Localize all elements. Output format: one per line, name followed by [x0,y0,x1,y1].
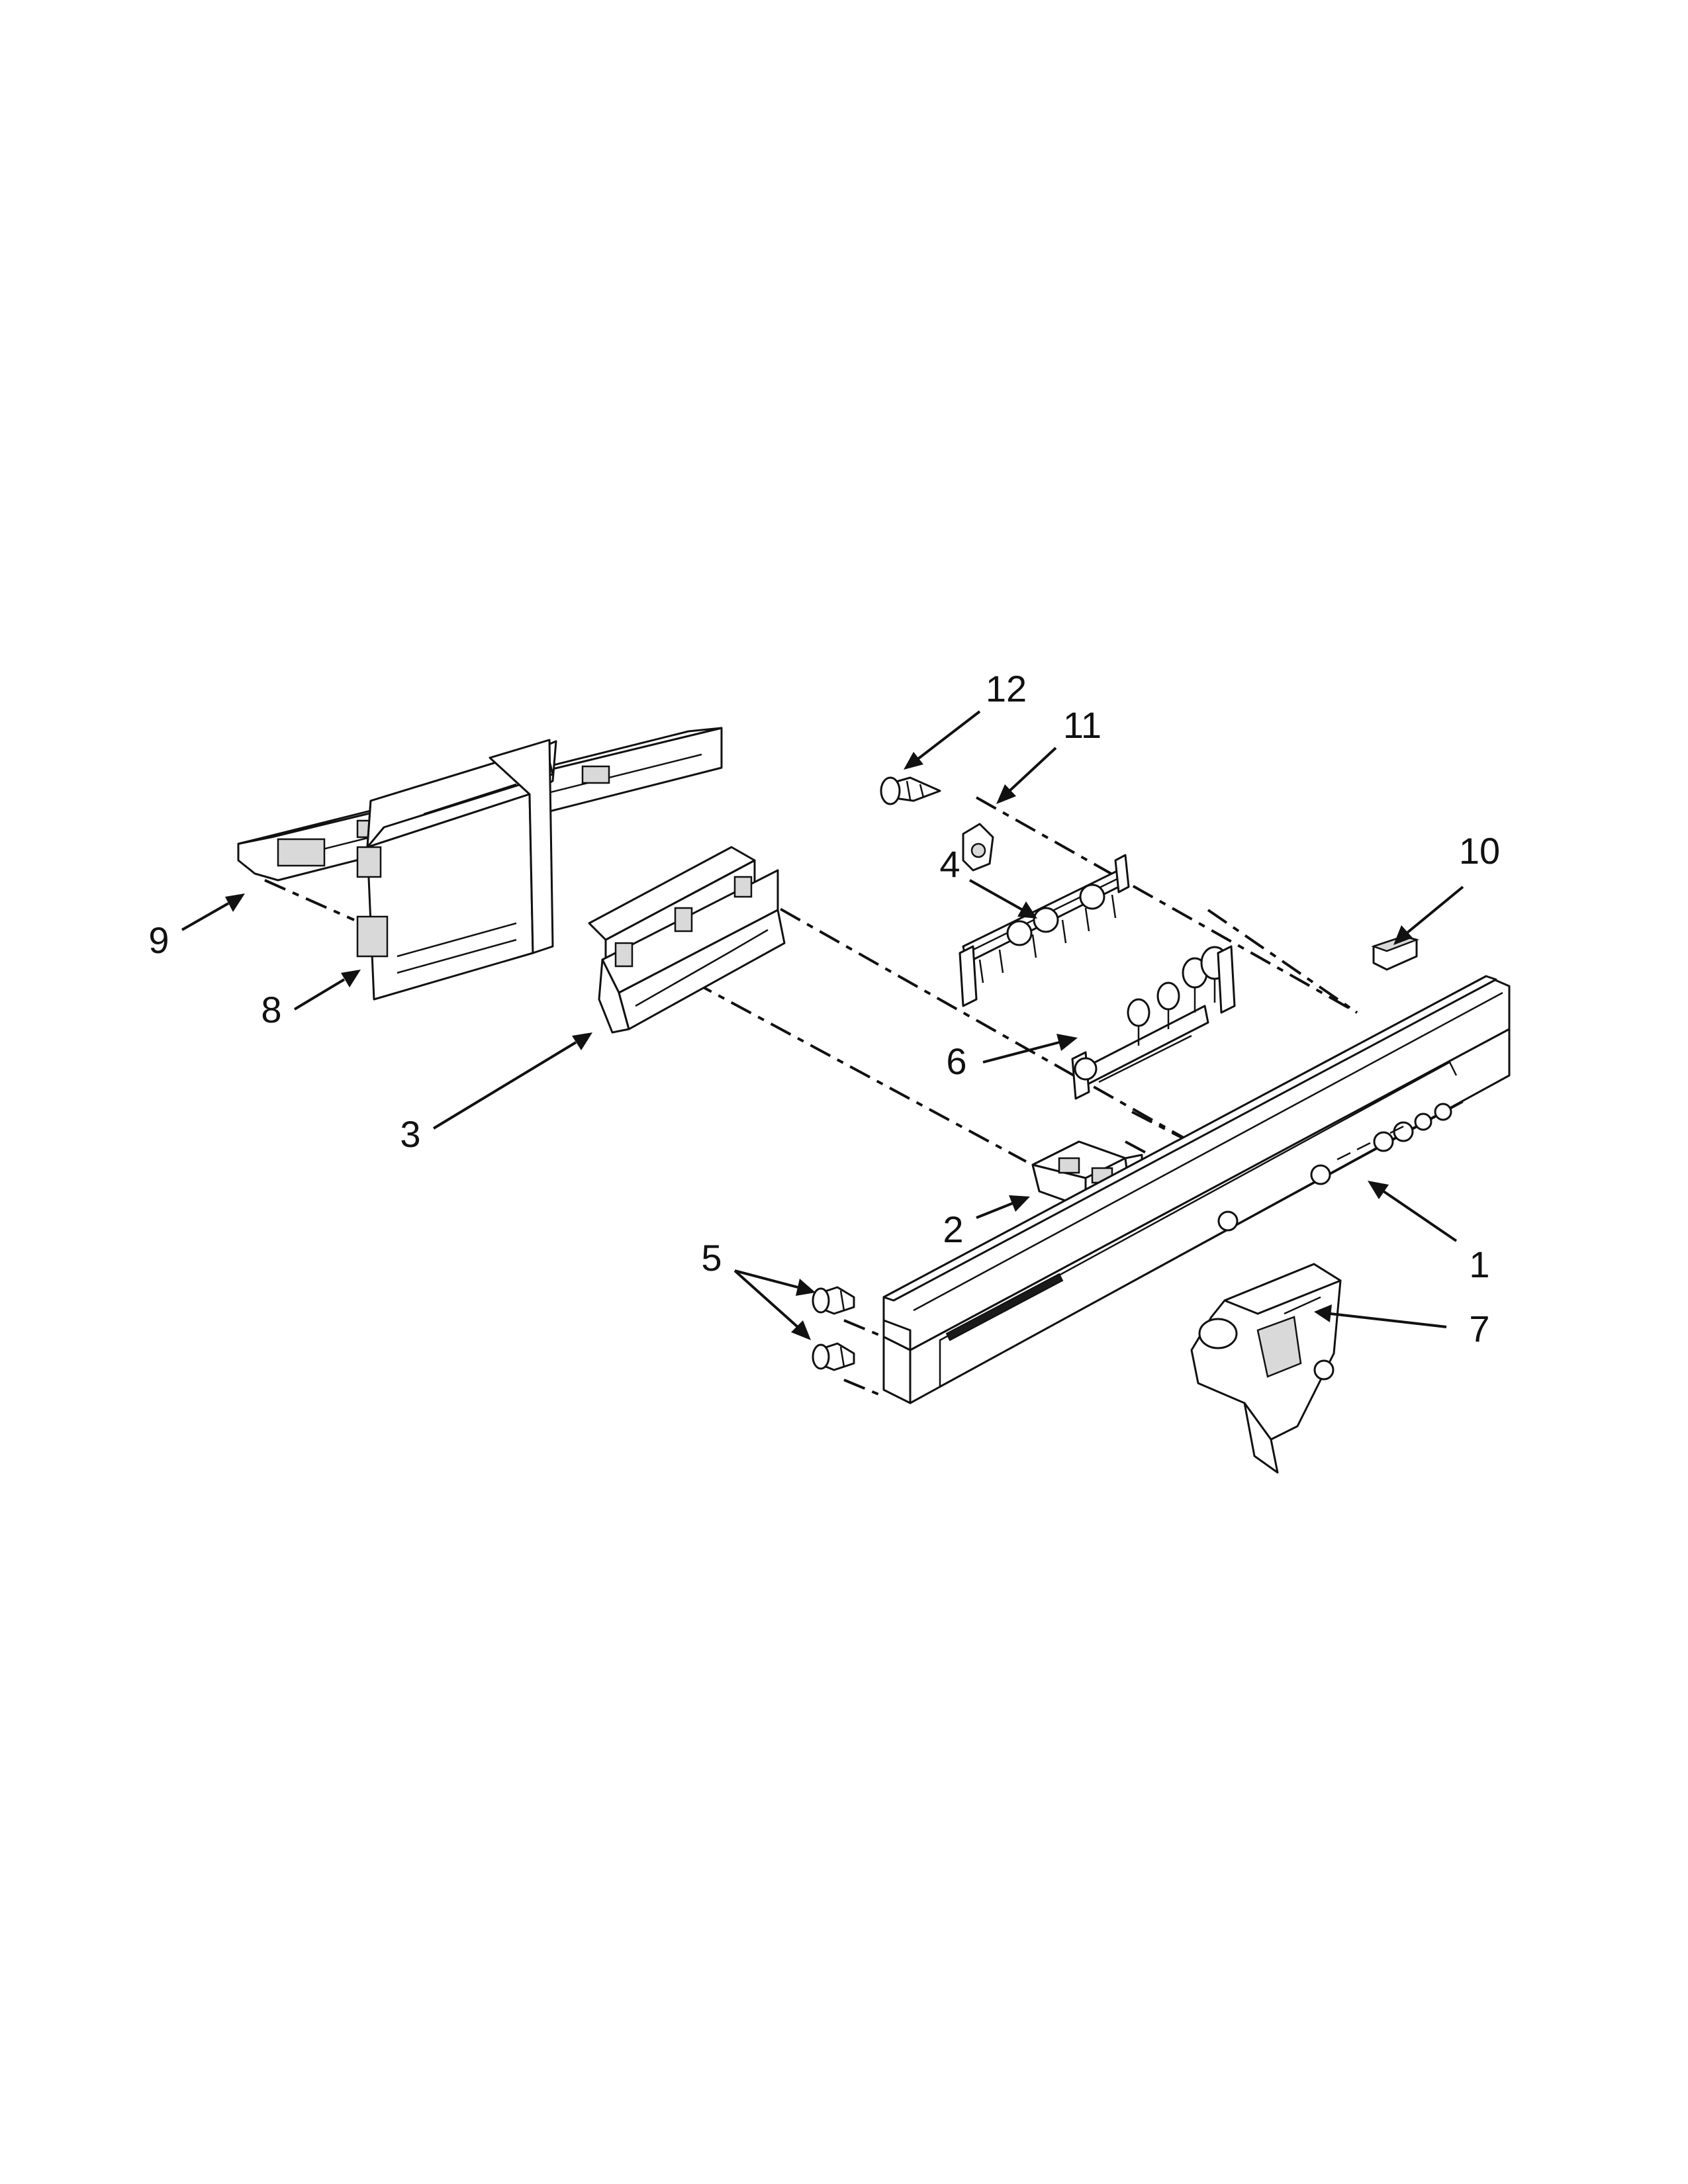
part-6-button-assembly [1071,945,1236,1100]
callout-3: 3 [400,1113,420,1155]
part-8-control-board [356,739,557,1001]
arrowhead-9 [225,893,245,912]
part-11-clip [962,823,994,872]
arrowhead-6 [1056,1034,1078,1051]
leader-2 [976,1202,1013,1219]
part-4-button-rail [959,854,1130,1007]
part-1-console-panel [882,975,1511,1404]
arrowhead-4 [1017,901,1037,919]
leader-3 [432,1041,577,1130]
callout-7: 7 [1469,1308,1489,1349]
callout-1: 1 [1469,1244,1489,1285]
part-3-housing [588,846,786,1034]
leader-4 [969,879,1023,911]
arrowhead-7 [1314,1304,1332,1322]
arrowhead-11 [996,784,1016,804]
callout-5: 5 [701,1237,722,1279]
leader-6 [982,1041,1060,1064]
leader-arrows [181,710,1464,1340]
arrowhead-10 [1393,925,1413,945]
leader-9 [181,902,229,931]
arrowhead-12 [904,752,923,770]
callout-labels: 12 11 4 10 9 8 3 6 2 1 5 7 [148,668,1500,1349]
leader-1 [1382,1190,1458,1242]
assembly-lines [264,796,1358,1398]
arrowhead-5a [796,1279,816,1296]
callout-12: 12 [986,668,1027,709]
leader-12 [915,710,981,761]
callout-2: 2 [943,1208,963,1250]
leader-11 [1008,747,1057,792]
leader-7 [1330,1312,1447,1328]
callout-6: 6 [946,1040,966,1082]
callout-8: 8 [261,989,281,1030]
arrowhead-3 [572,1032,592,1050]
callout-9: 9 [148,919,169,961]
callout-11: 11 [1063,704,1102,746]
leader-8 [293,978,346,1011]
arrowhead-1 [1368,1181,1389,1199]
arrowhead-2 [1009,1195,1030,1212]
arrowhead-8 [341,970,361,987]
callout-10: 10 [1459,830,1500,872]
leader-10 [1405,886,1464,934]
part-5-screws [812,1286,855,1371]
part-7-latch [1190,1263,1342,1474]
part-12-screw [880,776,941,805]
callout-4: 4 [939,843,960,885]
leader-5a [734,1269,798,1289]
arrowhead-5b [791,1320,811,1340]
leader-5b [733,1269,799,1328]
